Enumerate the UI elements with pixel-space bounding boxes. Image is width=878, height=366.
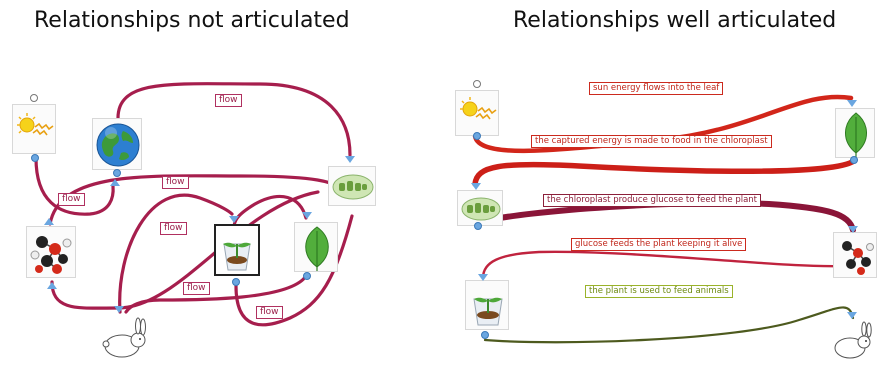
right-title: Relationships well articulated bbox=[513, 8, 837, 33]
pot-connector[interactable] bbox=[232, 278, 240, 286]
left-arrow-leaf-to-rabbit bbox=[124, 274, 308, 314]
right-arrow-leaf-to-chloroplast bbox=[472, 157, 858, 187]
pot-connector[interactable] bbox=[481, 331, 489, 339]
earth-node[interactable] bbox=[92, 118, 142, 170]
right-arrow-pot-to-rabbit bbox=[483, 306, 855, 344]
chloroplast-connector[interactable] bbox=[474, 222, 482, 230]
sugar-arrowhead-bottom bbox=[47, 282, 57, 289]
sugar-arrowhead-top bbox=[44, 218, 54, 225]
left-arrow-rabbit-to-pot bbox=[118, 193, 234, 314]
right-arrow-sugar-to-pot bbox=[481, 250, 846, 280]
rabbit-icon bbox=[102, 317, 146, 358]
sun-connector[interactable] bbox=[31, 154, 39, 162]
flow-label: flow bbox=[160, 222, 187, 235]
plant-pot-node[interactable] bbox=[465, 280, 509, 330]
relationship-label: the plant is used to feed animals bbox=[585, 285, 733, 298]
leaf-connector[interactable] bbox=[303, 272, 311, 280]
left-arrow-earth-to-chloroplast bbox=[116, 82, 352, 157]
chloroplast-icon bbox=[332, 174, 374, 200]
relationship-label: sun energy flows into the leaf bbox=[589, 82, 724, 95]
right-arrow-chloroplast-to-sugar bbox=[476, 200, 856, 233]
plant-pot-icon bbox=[223, 242, 251, 271]
pot-arrowhead-top bbox=[229, 216, 239, 223]
flow-label: flow bbox=[183, 282, 210, 295]
rabbit-icon bbox=[834, 321, 872, 359]
plant-pot-icon bbox=[473, 297, 503, 326]
sun-handle[interactable] bbox=[473, 80, 481, 88]
flow-label: flow bbox=[162, 176, 189, 189]
left-arrow-sun-to-sugar bbox=[34, 156, 115, 216]
flow-label: flow bbox=[256, 306, 283, 319]
chloroplast-node[interactable] bbox=[457, 190, 503, 226]
relationship-label: the chloroplast produce glucose to feed … bbox=[543, 194, 762, 207]
sugar-molecule-node[interactable] bbox=[833, 232, 877, 278]
chloroplast-arrowhead bbox=[471, 183, 481, 190]
rabbit-arrowhead bbox=[114, 306, 124, 313]
sun-icon bbox=[17, 113, 54, 136]
sugar-molecule-node[interactable] bbox=[26, 226, 76, 278]
leaf-icon bbox=[305, 226, 329, 271]
flow-label: flow bbox=[215, 94, 242, 107]
plant-pot-node[interactable] bbox=[214, 224, 260, 276]
sun-icon bbox=[460, 97, 497, 120]
molecule-icon bbox=[30, 236, 72, 274]
sun-node[interactable] bbox=[12, 104, 56, 154]
leaf-node[interactable] bbox=[835, 108, 875, 158]
leaf-node[interactable] bbox=[294, 222, 338, 272]
rabbit-node[interactable] bbox=[100, 316, 152, 362]
rabbit-arrowhead bbox=[847, 312, 857, 319]
earth-icon bbox=[96, 123, 140, 167]
pot-arrowhead bbox=[478, 274, 488, 281]
chloroplast-node[interactable] bbox=[328, 166, 376, 206]
relationship-label: the captured energy is made to food in t… bbox=[531, 135, 772, 148]
molecule-icon bbox=[842, 241, 874, 275]
flow-label: flow bbox=[58, 193, 85, 206]
right-panel: Relationships well articulated bbox=[439, 0, 878, 364]
sun-connector[interactable] bbox=[473, 132, 481, 140]
sugar-arrowhead bbox=[848, 226, 858, 233]
sun-node[interactable] bbox=[455, 90, 499, 136]
relationship-label: glucose feeds the plant keeping it alive bbox=[571, 238, 747, 251]
left-panel: Relationships not articulated bbox=[0, 0, 439, 364]
leaf-icon bbox=[845, 112, 867, 157]
leaf-arrowhead bbox=[847, 100, 857, 107]
sun-handle[interactable] bbox=[30, 94, 38, 102]
chloroplast-arrowhead bbox=[345, 156, 355, 163]
rabbit-node[interactable] bbox=[831, 318, 877, 362]
leaf-connector[interactable] bbox=[850, 156, 858, 164]
leaf-arrowhead bbox=[302, 212, 312, 219]
earth-arrowhead bbox=[110, 179, 120, 186]
left-title: Relationships not articulated bbox=[34, 8, 350, 33]
chloroplast-icon bbox=[461, 197, 501, 221]
earth-connector[interactable] bbox=[113, 169, 121, 177]
